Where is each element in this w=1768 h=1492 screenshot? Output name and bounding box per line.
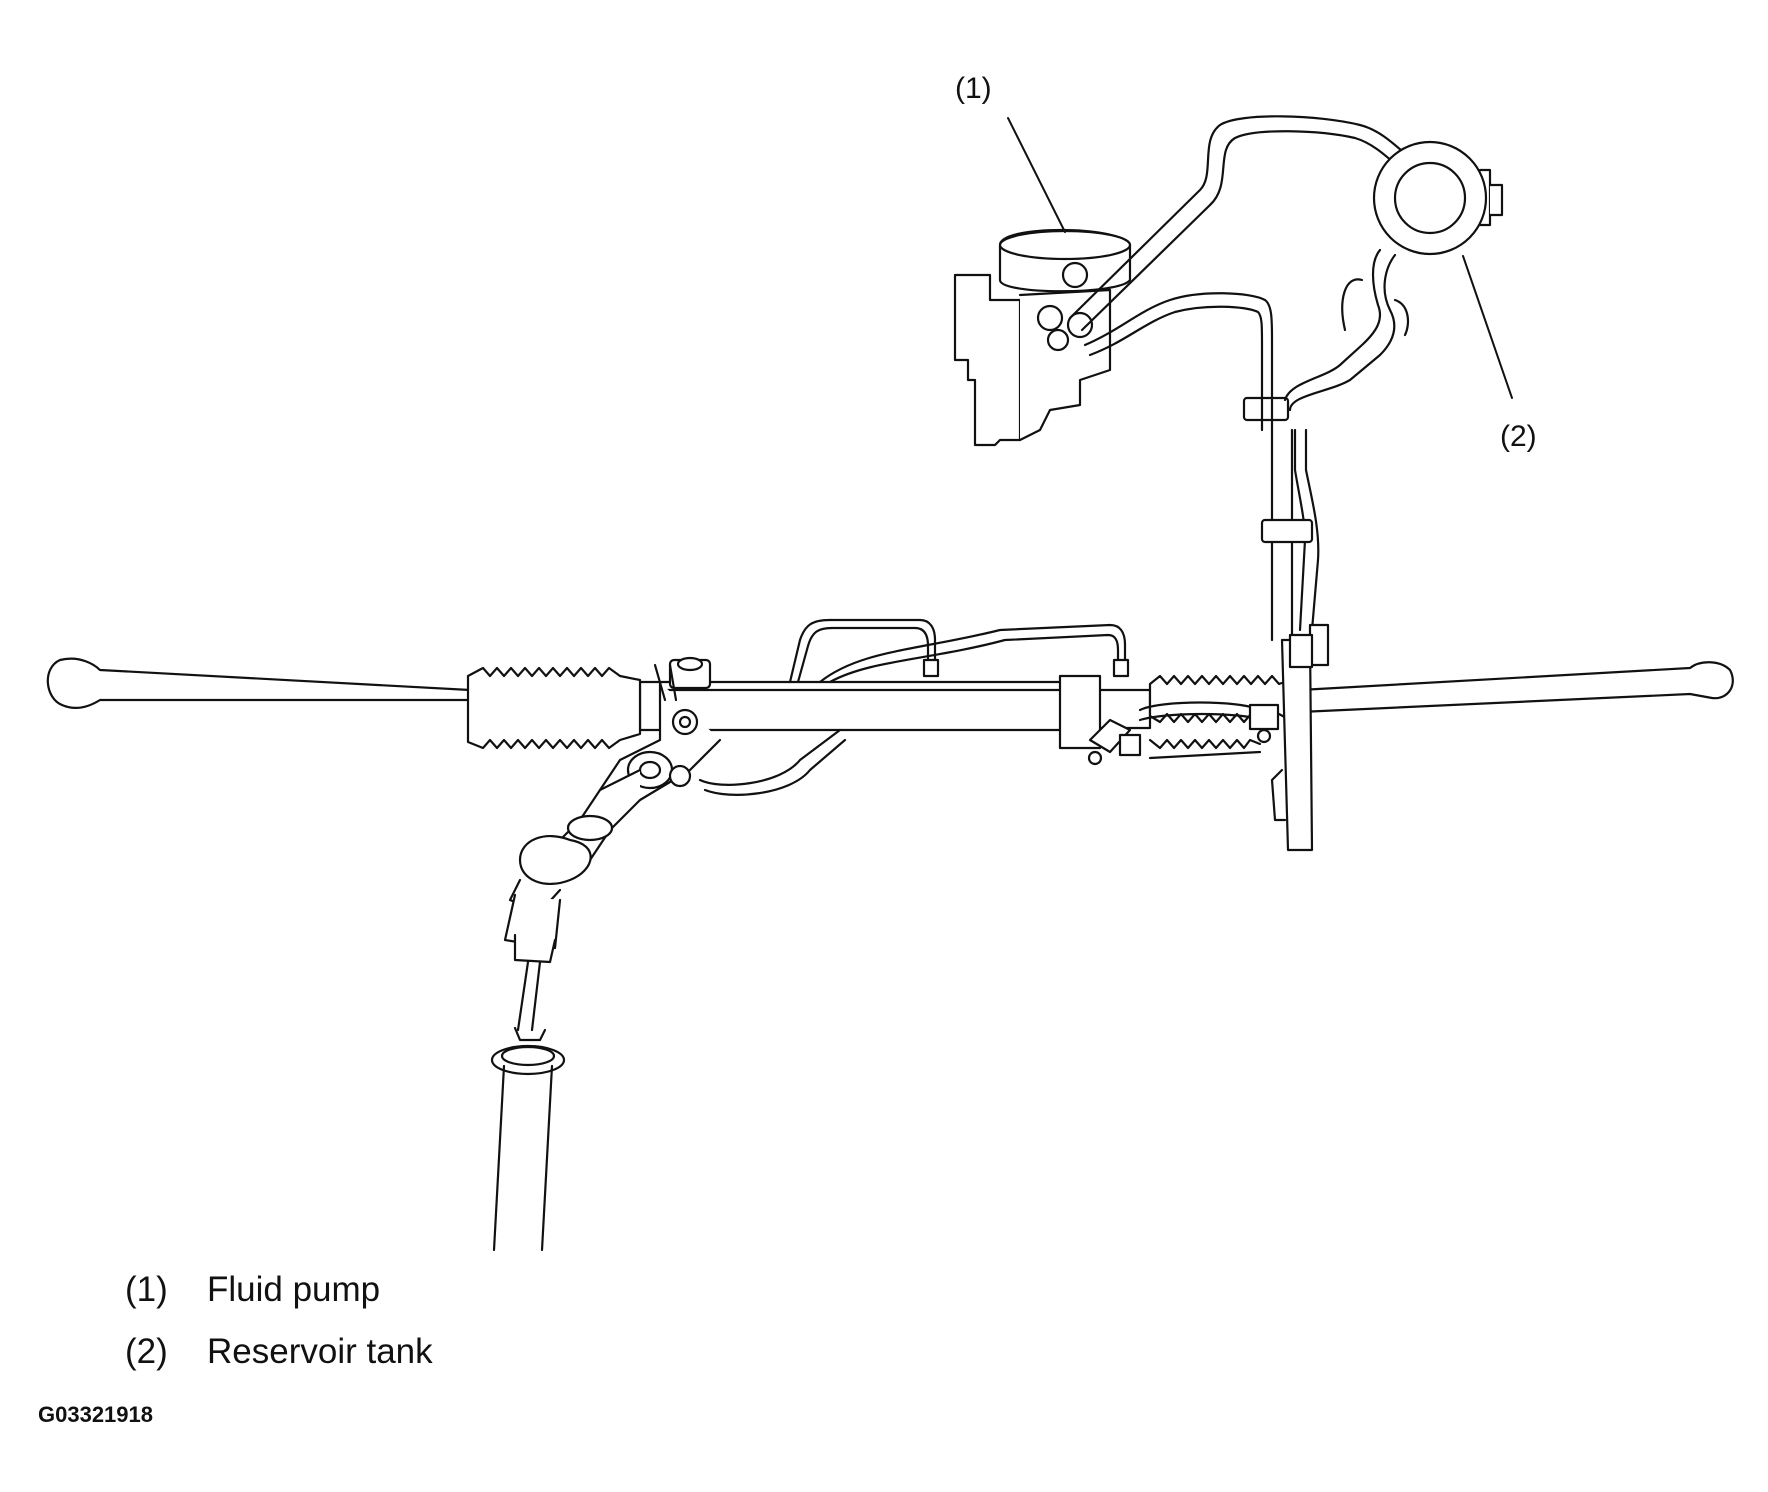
right-side-lines — [1087, 396, 1330, 852]
callout-2: (2) — [1500, 420, 1537, 453]
reservoir-tank — [1068, 115, 1504, 432]
steering-column — [490, 656, 722, 1252]
legend-item-reservoir-tank: (2) Reservoir tank — [125, 1332, 433, 1372]
figure-id: G03321918 — [38, 1402, 153, 1427]
callout-1: (1) — [955, 72, 992, 105]
legend-text: Reservoir tank — [207, 1332, 433, 1371]
leader-lines — [1007, 117, 1513, 399]
legend-text: Fluid pump — [207, 1270, 381, 1309]
fluid-pump — [953, 228, 1132, 447]
steering-rack — [46, 657, 1734, 750]
legend-number: (2) — [125, 1332, 168, 1371]
legend-number: (1) — [125, 1270, 168, 1309]
leader-line-1 — [1007, 117, 1066, 233]
rack-pipes — [653, 618, 1130, 796]
legend-item-fluid-pump: (1) Fluid pump — [125, 1270, 380, 1310]
leader-line-2 — [1462, 255, 1513, 399]
